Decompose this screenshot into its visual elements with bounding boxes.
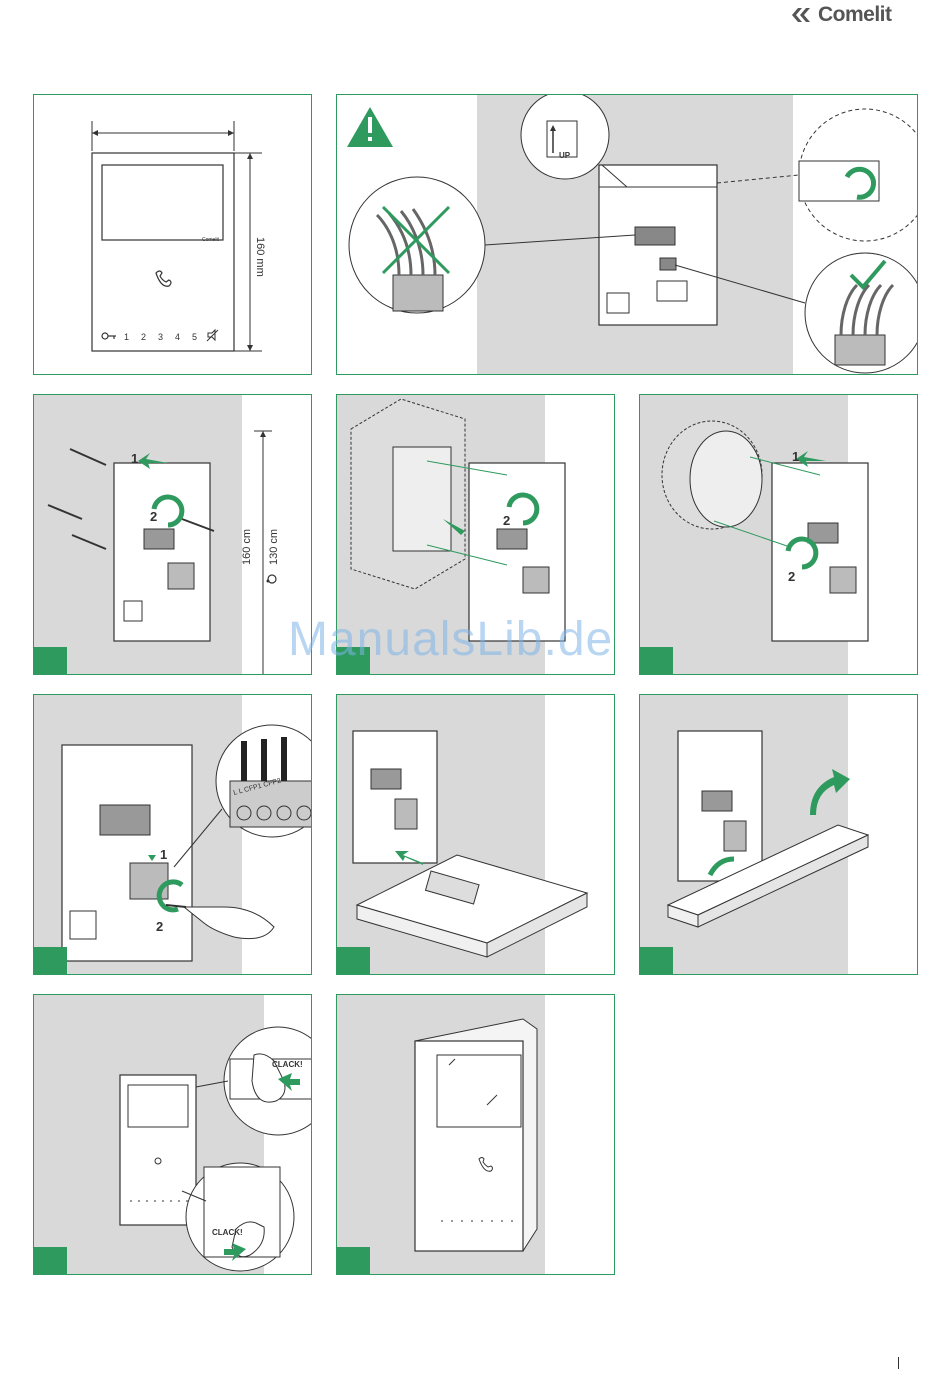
step-2-label: 2	[788, 569, 795, 584]
step-1-label: 1	[131, 451, 138, 466]
brand-logo: Comelit	[790, 4, 920, 26]
step-marker	[34, 1247, 67, 1274]
step-2-label: 2	[150, 509, 157, 524]
panel-wiring-warning: UP	[336, 94, 918, 375]
panel-round-box-mount: 1 2	[639, 394, 918, 675]
height-standard: 160 cm	[241, 529, 253, 565]
panel-rotate-monitor	[639, 694, 918, 975]
key-1: 1	[124, 332, 129, 342]
panel-terminal-wiring: 1 2 L L CFP1 CFP2	[33, 694, 312, 975]
height-label: 160 mm	[254, 237, 266, 277]
key-4: 4	[175, 332, 180, 342]
key-5: 5	[192, 332, 197, 342]
panel-dimensions: Comelit 160 mm 1 2 3 4 5	[33, 94, 312, 375]
page-marker	[898, 1357, 899, 1369]
step-2-label: 2	[503, 513, 510, 528]
height-accessible: 130 cm	[268, 529, 280, 565]
step-marker	[337, 1247, 370, 1274]
step-marker	[34, 947, 67, 974]
key-2: 2	[141, 332, 146, 342]
up-label: UP	[559, 151, 571, 160]
panel-finished	[336, 994, 615, 1275]
panel-wall-mount: 1 2 160 cm 130 cm	[33, 394, 312, 675]
step-marker	[34, 647, 67, 674]
step-1-label: 1	[160, 847, 167, 862]
watermark: ManualsLib.de	[288, 612, 613, 667]
step-marker	[640, 947, 673, 974]
step-marker	[337, 947, 370, 974]
step-2-label: 2	[156, 919, 163, 934]
device-brand: Comelit	[202, 237, 220, 243]
wheelchair-icon	[267, 575, 277, 583]
clack-label-top: CLACK!	[272, 1060, 303, 1069]
key-3: 3	[158, 332, 163, 342]
step-marker	[640, 647, 673, 674]
brand-name: Comelit	[818, 3, 892, 27]
warning-icon	[347, 107, 393, 147]
step-1-label: 1	[792, 449, 799, 464]
panel-snap-in: CLACK! CLACK!	[33, 994, 312, 1275]
panel-attach-monitor	[336, 694, 615, 975]
clack-label-bottom: CLACK!	[212, 1228, 243, 1237]
comelit-mark-icon	[790, 6, 814, 24]
